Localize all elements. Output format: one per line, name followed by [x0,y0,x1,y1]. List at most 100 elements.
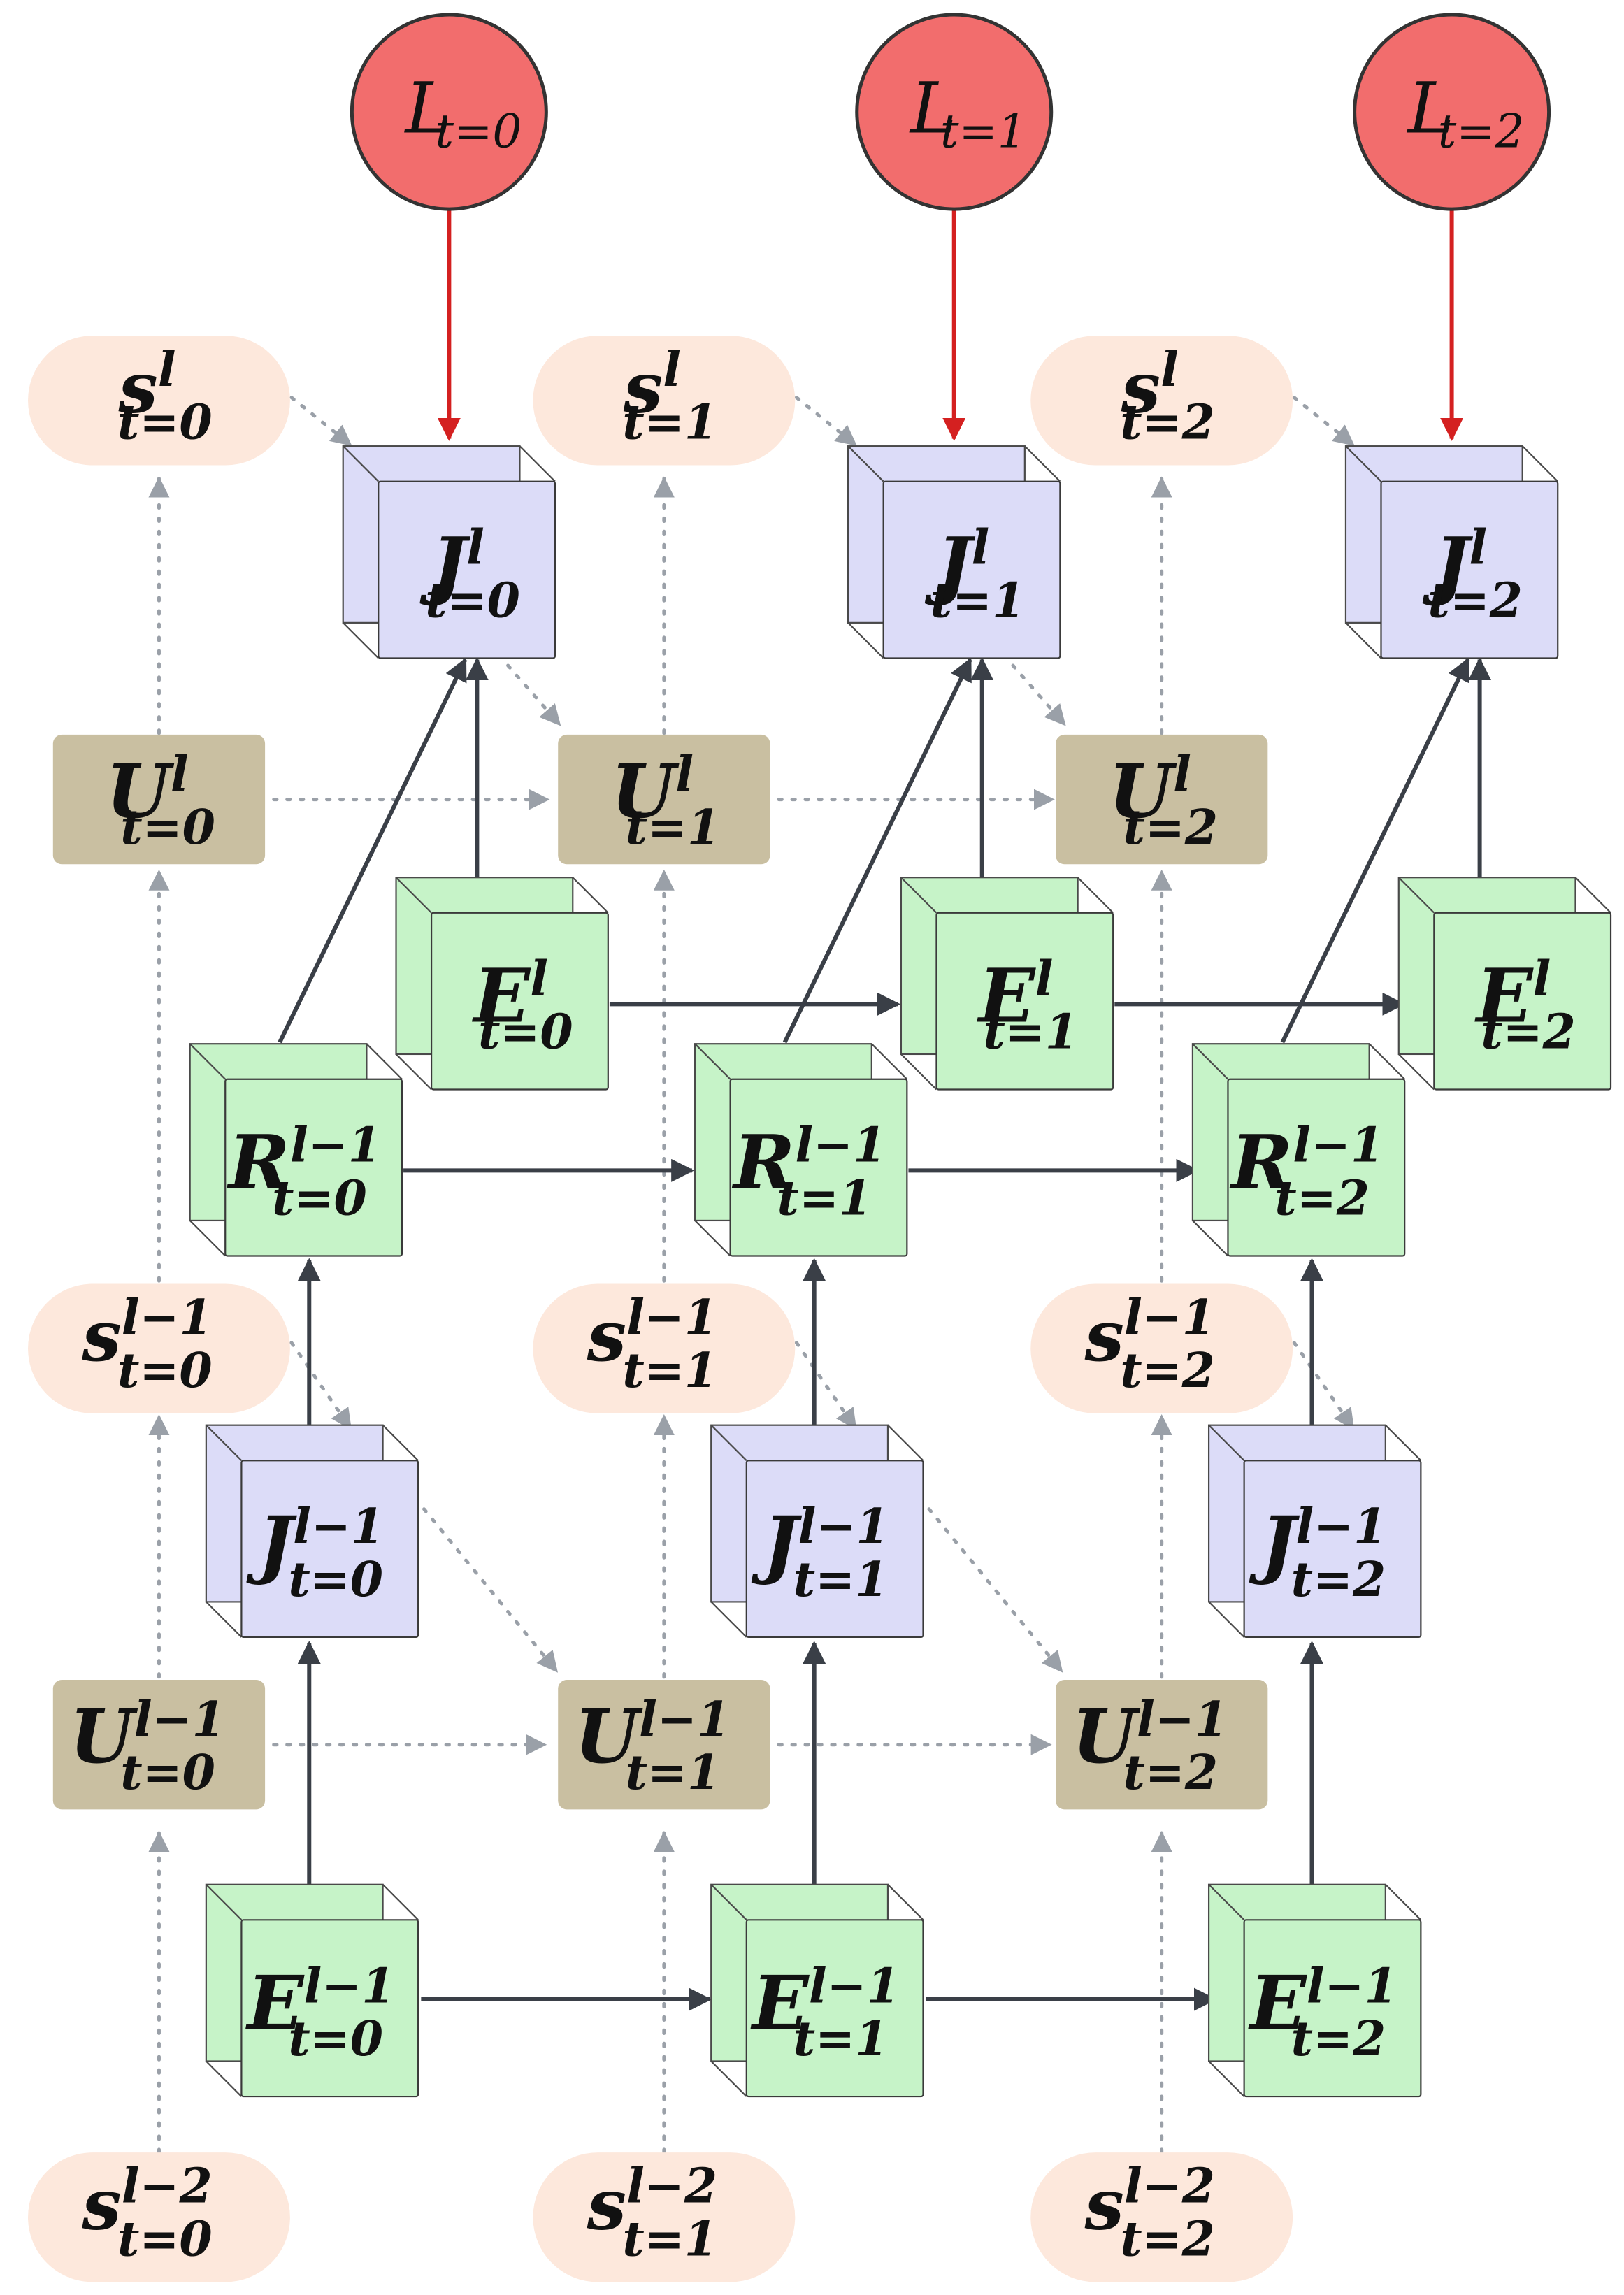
label-sup: l−2 [122,2159,213,2215]
label-base: E [750,1959,810,2046]
cube-edges [1397,877,1611,1091]
state-s-l-1-label: sl−1 [587,1290,717,1377]
cube-front-face [1433,912,1612,1091]
j-to-u-edge [506,663,561,726]
label-sup: l [663,342,681,398]
state-pill-shape [533,1283,796,1413]
label-sup: l−1 [795,1118,886,1174]
label-sup: l [171,747,189,803]
cube-edges [1345,445,1559,659]
u-l-label: Ul [106,747,188,835]
cube-e-l-label: El [471,951,548,1039]
label-base: s [81,1295,121,1377]
compute-flow-edges [278,209,1492,2011]
label-sup: l [466,520,484,576]
cube-e-l-label: El [1474,951,1551,1039]
u-l-1: Ul−1t=0 [52,1680,266,1810]
label-sub: t=2 [1291,2011,1386,2067]
u-l-1-label: Ul−1 [575,1692,731,1780]
label-sup: l−1 [1137,1692,1228,1748]
label-sup: l−1 [1307,1958,1397,2014]
label-base: s [81,2164,121,2246]
cube-j-l-1: Jl−1t=0 [205,1424,419,1639]
u-l: Ult=2 [1056,734,1268,865]
cube-e-l-1: El−1t=0 [205,1883,419,2098]
label-sup: l−1 [1295,1499,1386,1555]
label-sup: l−1 [809,1958,900,2014]
state-s-l-1: sl−1t=0 [28,1283,290,1413]
state-s-l-1-label: sl−1 [1084,1290,1215,1377]
label-sub: t=1 [626,800,721,856]
cube-edges [710,1884,924,2097]
r-to-j-edge [1280,657,1470,1044]
state-s-l-1: sl−1t=2 [1030,1283,1293,1413]
cube-front-face [882,480,1061,659]
state-s-l-2-label: sl−2 [1084,2159,1215,2246]
label-sub: t=2 [1291,1552,1386,1608]
label-base: s [1084,1295,1124,1377]
cube-j-l: Jlt=0 [342,445,556,659]
loss-circle-shape [855,13,1054,211]
cube-front-face [430,912,609,1091]
state-to-j-edge [794,396,858,447]
cube-front-face [729,1078,908,1257]
label-base: s [623,347,663,429]
label-sub: t=1 [626,1745,721,1801]
cube-e-l-1-label: El−1 [245,1958,395,2046]
label-sub: t=0 [288,1552,383,1608]
j-to-u-edge [422,1507,559,1673]
label-sup: l [1035,951,1054,1007]
label-sup: l−1 [798,1499,889,1555]
label-base: E [1248,1959,1307,2046]
cube-edges [206,1424,419,1638]
state-s-l-2: sl−2t=0 [28,2152,290,2282]
cube-e-l-1: El−1t=1 [710,1883,924,2098]
cube-edges [710,1424,924,1638]
state-to-j-edge [1292,396,1355,447]
label-sub: t=2 [1120,395,1215,451]
u-l: Ult=1 [558,734,770,865]
cube-e-l-1-label: El−1 [1248,1958,1397,2046]
state-pill-shape [1030,1283,1293,1413]
state-to-j-edge [289,1341,352,1430]
label-sub: t=2 [1481,1005,1576,1060]
label-base: E [471,952,531,1039]
label-sub: t=0 [117,395,213,451]
label-sup: l [1160,342,1179,398]
u-box-shape [52,1680,266,1810]
u-l-1-label: Ul−1 [1072,1692,1228,1780]
label-base: E [977,952,1036,1039]
label-sub: t=0 [117,1343,213,1399]
loss-base: L [909,68,956,150]
loss-node: Lt=1 [855,13,1054,211]
label-sub: t=2 [1123,1745,1218,1801]
cube-edges [1208,1884,1422,2097]
r-to-j-edge [278,657,468,1044]
cube-edges [694,1043,908,1257]
j-to-u-edge [927,1507,1063,1673]
cube-edges [206,1884,419,2097]
loss-sub: t=0 [436,105,522,159]
loss-base: L [404,68,452,150]
state-s-l: slt=1 [533,336,796,466]
cube-edges [342,445,556,659]
label-sub: t=1 [622,395,717,451]
label-sub: t=1 [777,1171,872,1227]
label-sub: t=1 [622,2212,717,2268]
state-s-l-label: sl [623,342,681,429]
label-base: U [1072,1692,1141,1780]
loss-circle-shape [1353,13,1551,211]
label-base: E [245,1959,305,2046]
cube-r-l-1: Rl−1t=1 [694,1043,908,1257]
label-base: R [731,1118,795,1206]
label-sup: l−1 [293,1499,384,1555]
state-s-l-2: sl−2t=2 [1030,2152,1293,2282]
label-sup: l−1 [134,1692,225,1748]
label-base: U [611,747,680,835]
label-sub: t=1 [793,1552,889,1608]
label-sup: l−1 [1124,1290,1215,1346]
state-pill-shape [28,2152,290,2282]
cube-edges [189,1043,403,1257]
cube-front-face [1380,480,1559,659]
